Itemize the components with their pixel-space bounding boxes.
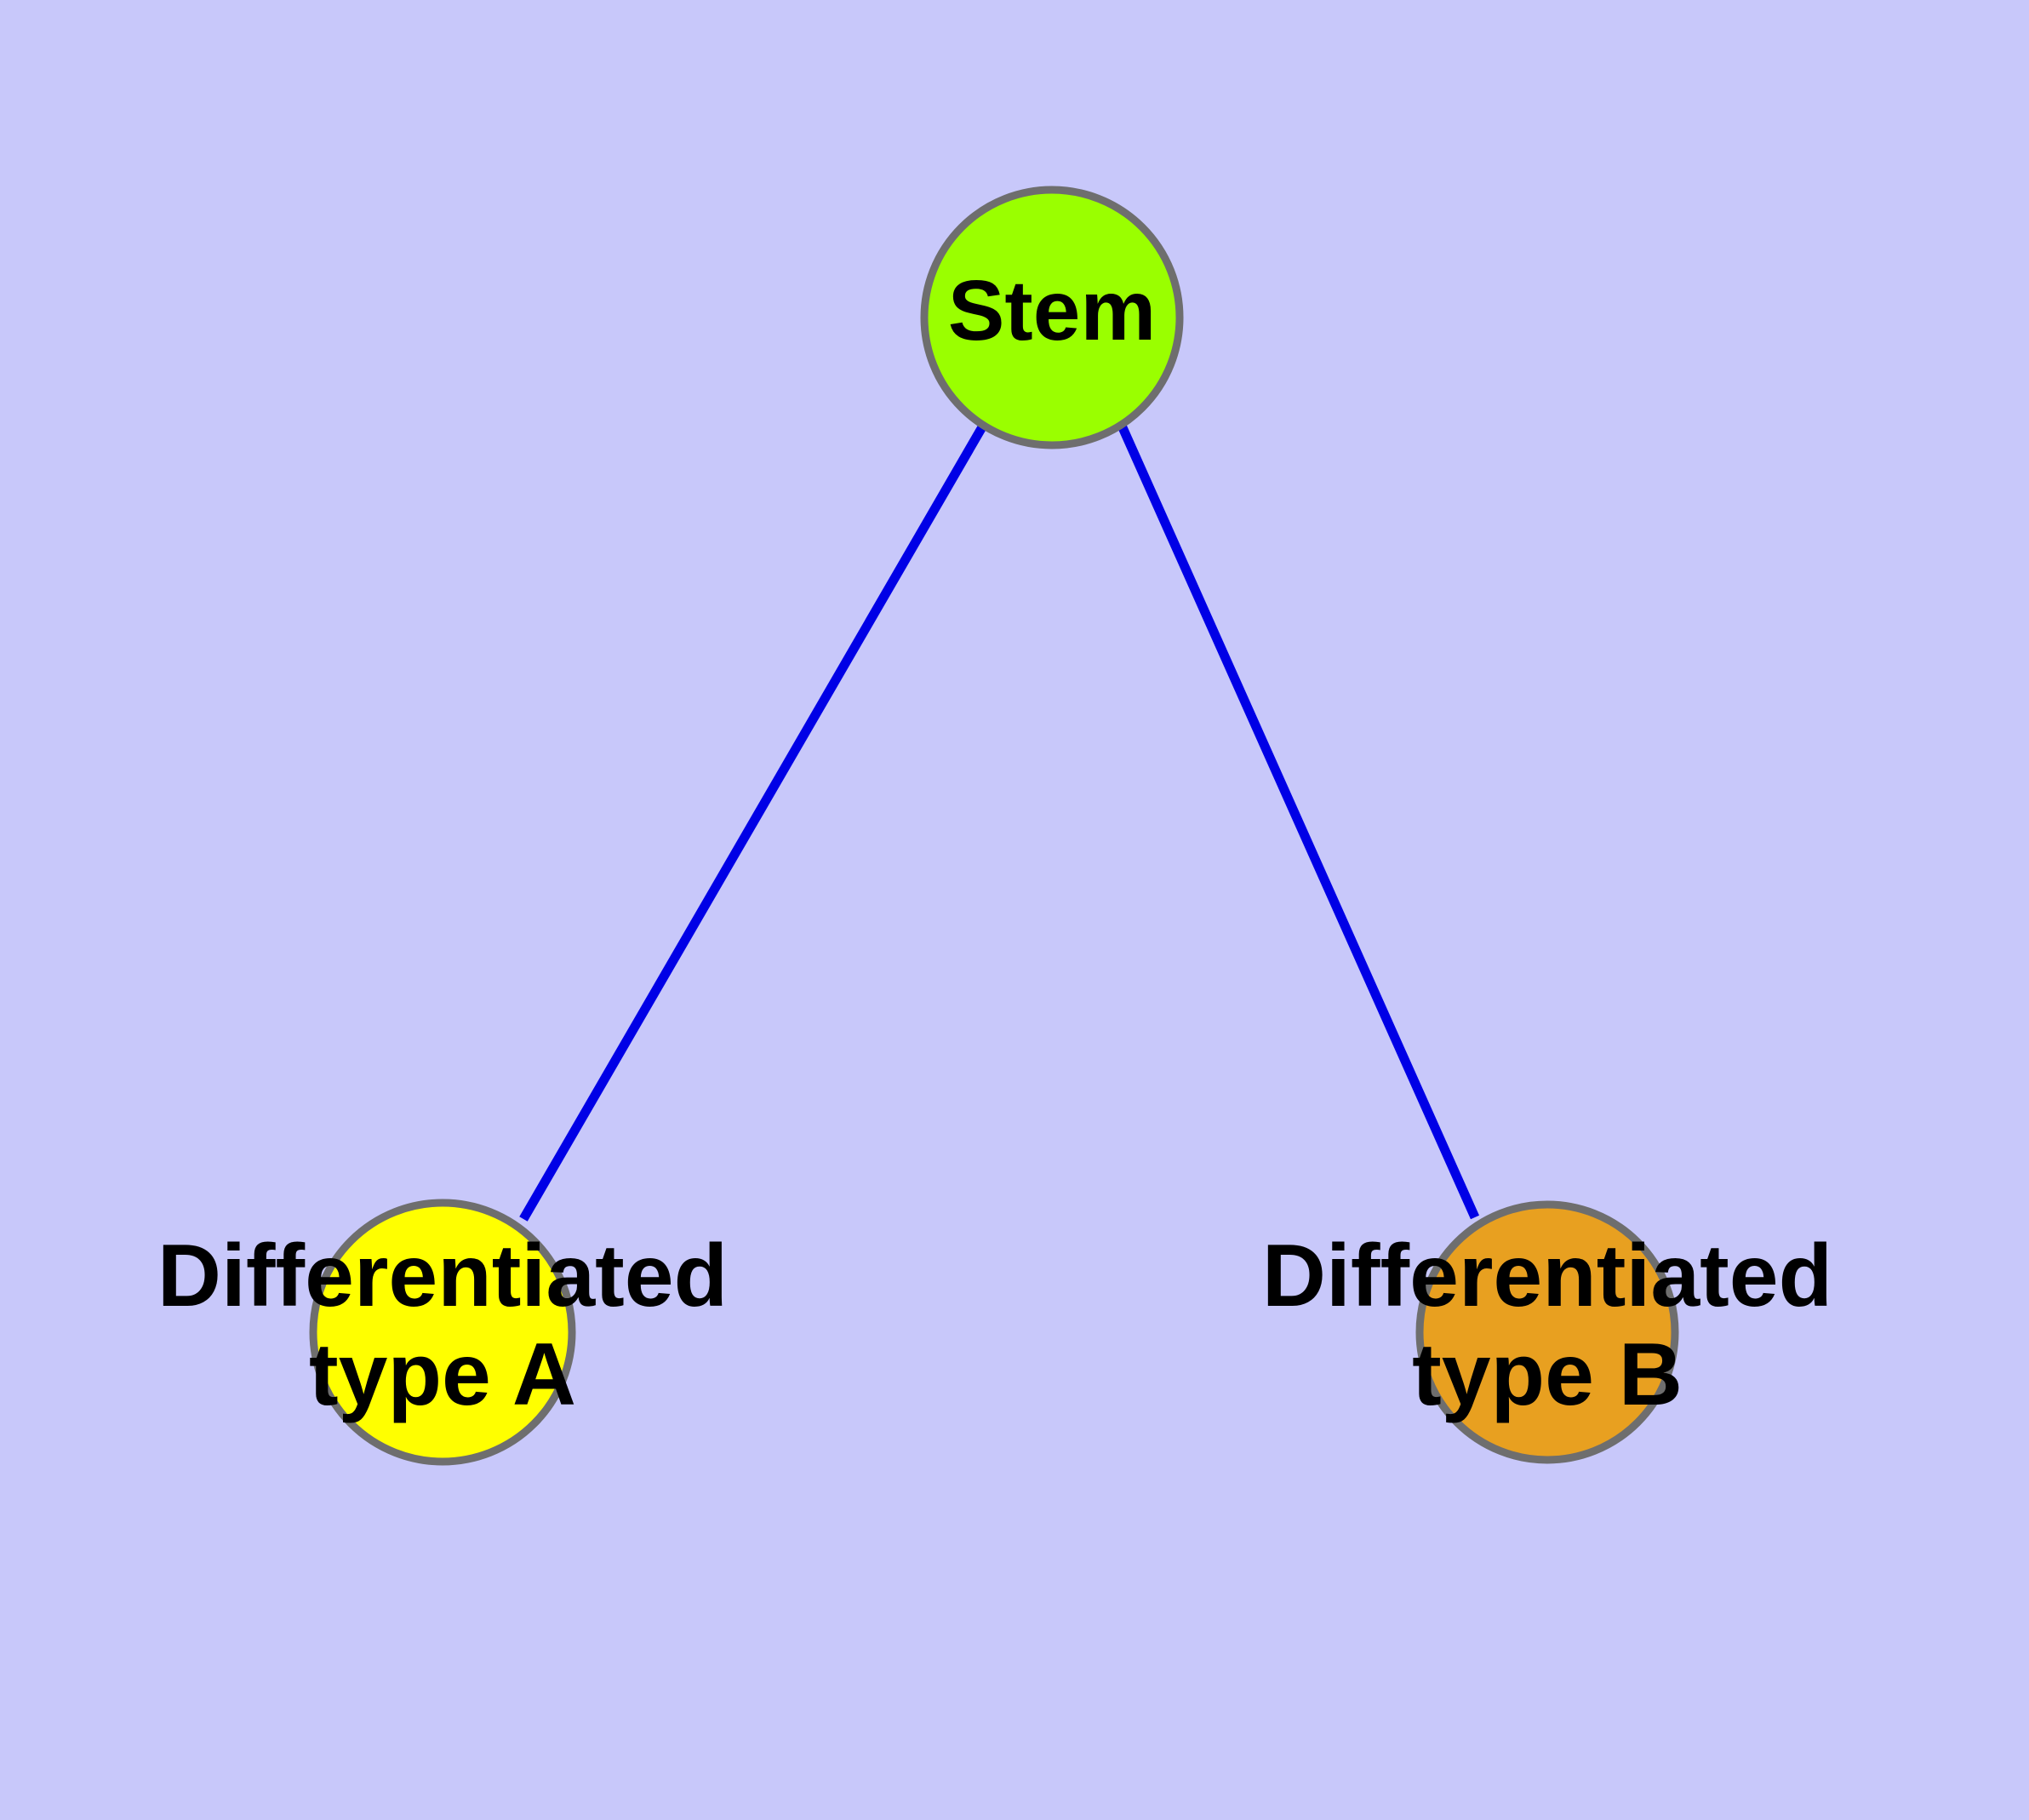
- node-differentiated-type-a-circle[interactable]: [309, 1199, 576, 1466]
- edge-stem-to-differentiated-type-b[interactable]: [1117, 423, 1480, 1220]
- edge-layer: [519, 423, 1480, 1222]
- label-line: type A: [309, 1326, 576, 1425]
- node-layer: [309, 186, 1679, 1466]
- node-stem[interactable]: [920, 186, 1184, 449]
- node-differentiated-type-b[interactable]: [1415, 1200, 1679, 1464]
- node-stem-circle[interactable]: [920, 186, 1184, 449]
- node-differentiated-type-a[interactable]: [309, 1199, 576, 1466]
- label-line: type B: [1412, 1326, 1683, 1425]
- label-line: Differentiated: [1262, 1227, 1832, 1325]
- label-line: Differentiated: [157, 1227, 728, 1325]
- label-line: Stem: [948, 263, 1157, 358]
- node-stem-label: Stem: [948, 263, 1157, 358]
- node-differentiated-type-b-circle[interactable]: [1415, 1200, 1679, 1464]
- edge-stem-to-differentiated-type-a[interactable]: [519, 423, 987, 1222]
